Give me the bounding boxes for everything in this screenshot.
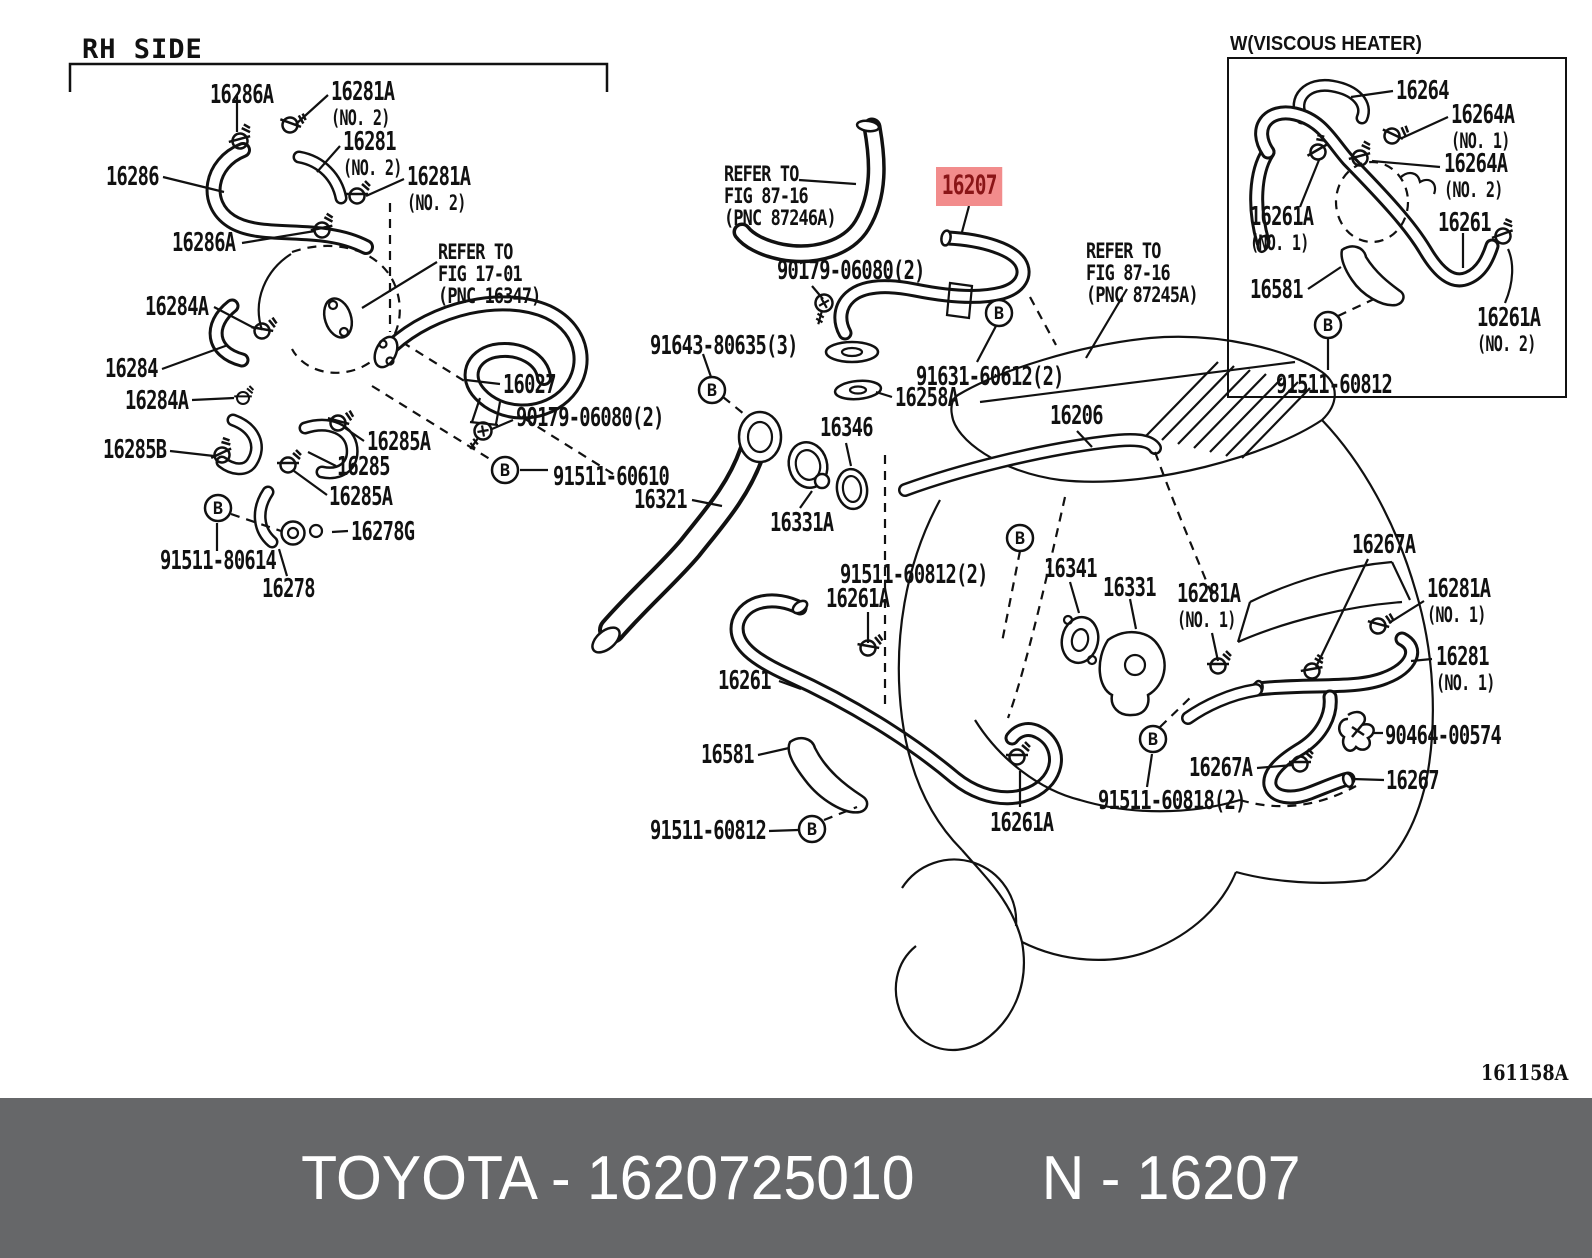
b-marker: B [203, 493, 233, 523]
part-label-16285A: 16285A [329, 482, 393, 512]
rh-side-label: RH SIDE [82, 34, 203, 65]
part-label-90464-00574: 90464-00574 [1385, 721, 1502, 751]
part-label-16284A: 16284A [145, 292, 209, 322]
part-label-91631-60612-2-: 91631-60612(2) [916, 362, 1064, 392]
part-label-16581: 16581 [701, 740, 754, 770]
part-label-16261: 16261 [718, 666, 771, 696]
part-label-91511-60812: 91511-60812 [1276, 370, 1393, 400]
part-label-16278G: 16278G [351, 517, 415, 547]
part-label-16261A: 16261A [826, 584, 890, 614]
b-marker: B [797, 814, 827, 844]
part-label-16264: 16264 [1396, 76, 1449, 106]
svg-text:B: B [807, 820, 817, 840]
part-label-16264A: 16264A(NO. 1) [1451, 100, 1515, 154]
banner-part-code: N - 16207 [1041, 1143, 1301, 1213]
part-label-16281A: 16281A(NO. 2) [407, 162, 471, 216]
center-assembly [591, 117, 1128, 833]
part-label-91511-60812-2-: 91511-60812(2) [840, 560, 988, 590]
b-marker: B [1138, 724, 1168, 754]
part-label-16267A: 16267A [1352, 530, 1416, 560]
svg-text:B: B [1015, 529, 1025, 549]
part-label-16331: 16331 [1103, 573, 1156, 603]
svg-text:B: B [500, 461, 510, 481]
svg-text:B: B [1148, 730, 1158, 750]
part-label-16346: 16346 [820, 413, 873, 443]
part-label-16261A: 16261A(NO. 1) [1250, 202, 1314, 256]
part-label-16284: 16284 [105, 354, 158, 384]
part-label-16281A: 16281A(NO. 2) [331, 77, 395, 131]
banner-part-number: TOYOTA - 1620725010 [300, 1143, 915, 1213]
part-label-16286A: 16286A [172, 228, 236, 258]
part-label-16261A: 16261A [990, 808, 1054, 838]
inset-box [1227, 57, 1567, 398]
part-label-16281A: 16281A(NO. 1) [1177, 579, 1241, 633]
part-label-90179-06080-2-: 90179-06080(2) [516, 403, 664, 433]
part-label-16281: 16281(NO. 1) [1436, 642, 1495, 696]
part-label-16278: 16278 [262, 574, 315, 604]
part-label-16267A: 16267A [1189, 753, 1253, 783]
part-label-16285A: 16285A [367, 427, 431, 457]
part-label-16261A: 16261A(NO. 2) [1477, 303, 1541, 357]
svg-text:B: B [994, 304, 1004, 324]
part-label-91511-60818-2-: 91511-60818(2) [1098, 786, 1246, 816]
inset-title: W(VISCOUS HEATER) [1230, 33, 1422, 55]
b-markers: B B B B B B B B [203, 298, 1343, 844]
part-label-16284A: 16284A [125, 386, 189, 416]
part-label-16331A: 16331A [770, 508, 834, 538]
svg-text:B: B [213, 499, 223, 519]
right-hoses [1060, 558, 1433, 805]
left-assembly [68, 62, 619, 577]
b-marker: B [1005, 523, 1035, 553]
part-label-16321: 16321 [634, 485, 687, 515]
part-label-16258A: 16258A [895, 383, 959, 413]
inset-diagram [1249, 78, 1520, 370]
engine-block [883, 335, 1434, 1052]
part-label-16267: 16267 [1386, 766, 1439, 796]
part-label-16264A: 16264A(NO. 2) [1444, 149, 1508, 203]
highlighted-part-label: 16207 [936, 167, 1003, 206]
part-label-16206: 16206 [1050, 401, 1103, 431]
part-label-16285: 16285 [337, 452, 390, 482]
part-label-16261: 16261 [1438, 208, 1491, 238]
part-label-91511-60812: 91511-60812 [650, 816, 767, 846]
part-label-16281: 16281(NO. 2) [343, 127, 402, 181]
drawing-number: 161158A [1481, 1060, 1569, 1085]
part-label-16285B: 16285B [103, 435, 167, 465]
part-number-banner: TOYOTA - 1620725010 N - 16207 [0, 1098, 1592, 1258]
part-label-91643-80635-3-: 91643-80635(3) [650, 331, 798, 361]
part-label-16027: 16027 [503, 370, 556, 400]
svg-text:B: B [1323, 316, 1333, 336]
b-marker: B [1313, 310, 1343, 340]
part-label-16286A: 16286A [210, 80, 274, 110]
part-label-16281A: 16281A(NO. 1) [1427, 574, 1491, 628]
part-label-16581: 16581 [1250, 275, 1303, 305]
part-label-16286: 16286 [106, 162, 159, 192]
b-marker: B [697, 375, 727, 405]
part-label-91511-60610: 91511-60610 [553, 462, 670, 492]
b-marker: B [984, 298, 1014, 328]
b-marker: B [490, 455, 520, 485]
part-label-91511-80614: 91511-80614 [160, 546, 277, 576]
part-label-16341: 16341 [1044, 554, 1097, 584]
part-label-90179-06080-2-: 90179-06080(2) [777, 256, 925, 286]
svg-text:B: B [707, 381, 717, 401]
